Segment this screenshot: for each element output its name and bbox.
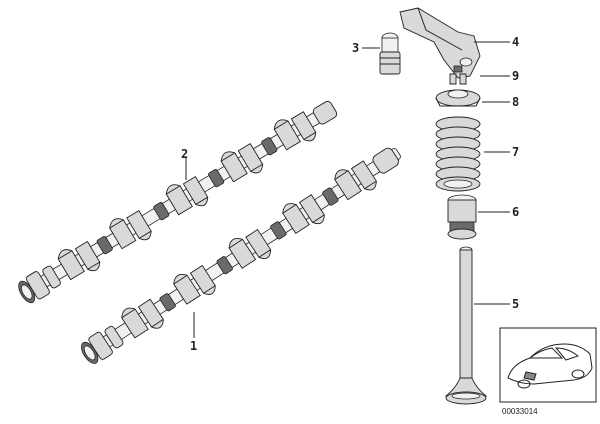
callout-5: 5 xyxy=(512,297,519,311)
valve xyxy=(444,246,488,405)
diagram-code: 00033014 xyxy=(502,407,538,416)
vehicle-locator-thumbnail: 00033014 xyxy=(499,327,597,416)
camshaft-lower xyxy=(81,147,401,364)
callout-6: 6 xyxy=(512,205,519,219)
callout-4: 4 xyxy=(512,35,519,49)
valve-stem-seal xyxy=(447,194,477,240)
callout-2: 2 xyxy=(181,147,188,161)
callout-1: 1 xyxy=(190,339,197,353)
spring-retainer xyxy=(435,89,481,107)
leader-lines xyxy=(185,41,510,338)
rocker-arm xyxy=(399,7,481,79)
callout-3: 3 xyxy=(352,41,359,55)
callout-8: 8 xyxy=(512,95,519,109)
callout-numbers: 1 2 3 4 5 6 7 8 9 xyxy=(181,35,519,353)
callout-7: 7 xyxy=(512,145,519,159)
valve-spring xyxy=(435,116,481,192)
camshaft-upper xyxy=(18,100,338,304)
callout-9: 9 xyxy=(512,69,519,83)
valve-keeper xyxy=(449,73,467,85)
hydraulic-tappet xyxy=(379,32,401,75)
car-sketch xyxy=(507,343,593,389)
